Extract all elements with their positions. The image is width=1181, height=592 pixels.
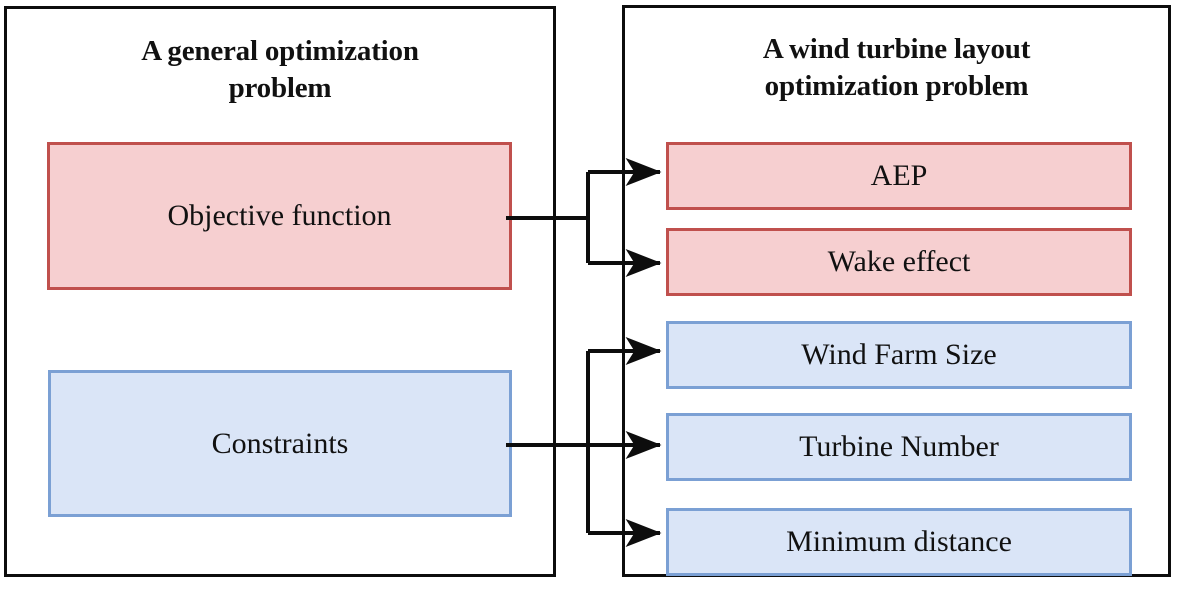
box-wind-farm-size-label: Wind Farm Size bbox=[801, 338, 997, 371]
box-turbine-number[interactable]: Turbine Number bbox=[666, 413, 1132, 481]
box-constraints-label: Constraints bbox=[211, 426, 349, 460]
box-constraints[interactable]: Constraints bbox=[48, 370, 512, 517]
panel-wind-turbine-layout: A wind turbine layout optimization probl… bbox=[622, 5, 1171, 577]
box-wake-effect-label: Wake effect bbox=[827, 245, 971, 278]
box-objective-function[interactable]: Objective function bbox=[47, 142, 512, 290]
box-objective-function-label: Objective function bbox=[167, 199, 392, 232]
box-wind-farm-size[interactable]: Wind Farm Size bbox=[666, 321, 1132, 389]
box-wake-effect[interactable]: Wake effect bbox=[666, 228, 1132, 296]
box-minimum-distance-label: Minimum distance bbox=[786, 525, 1012, 558]
panel-general-optimization-title: A general optimization problem bbox=[141, 35, 419, 104]
panel-general-optimization: A general optimization problem Objective… bbox=[4, 6, 556, 577]
box-minimum-distance[interactable]: Minimum distance bbox=[666, 508, 1132, 576]
box-aep[interactable]: AEP bbox=[666, 142, 1132, 210]
panel-wind-turbine-layout-title: A wind turbine layout optimization probl… bbox=[762, 33, 1031, 102]
box-turbine-number-label: Turbine Number bbox=[799, 430, 999, 463]
box-aep-label: AEP bbox=[870, 159, 928, 192]
